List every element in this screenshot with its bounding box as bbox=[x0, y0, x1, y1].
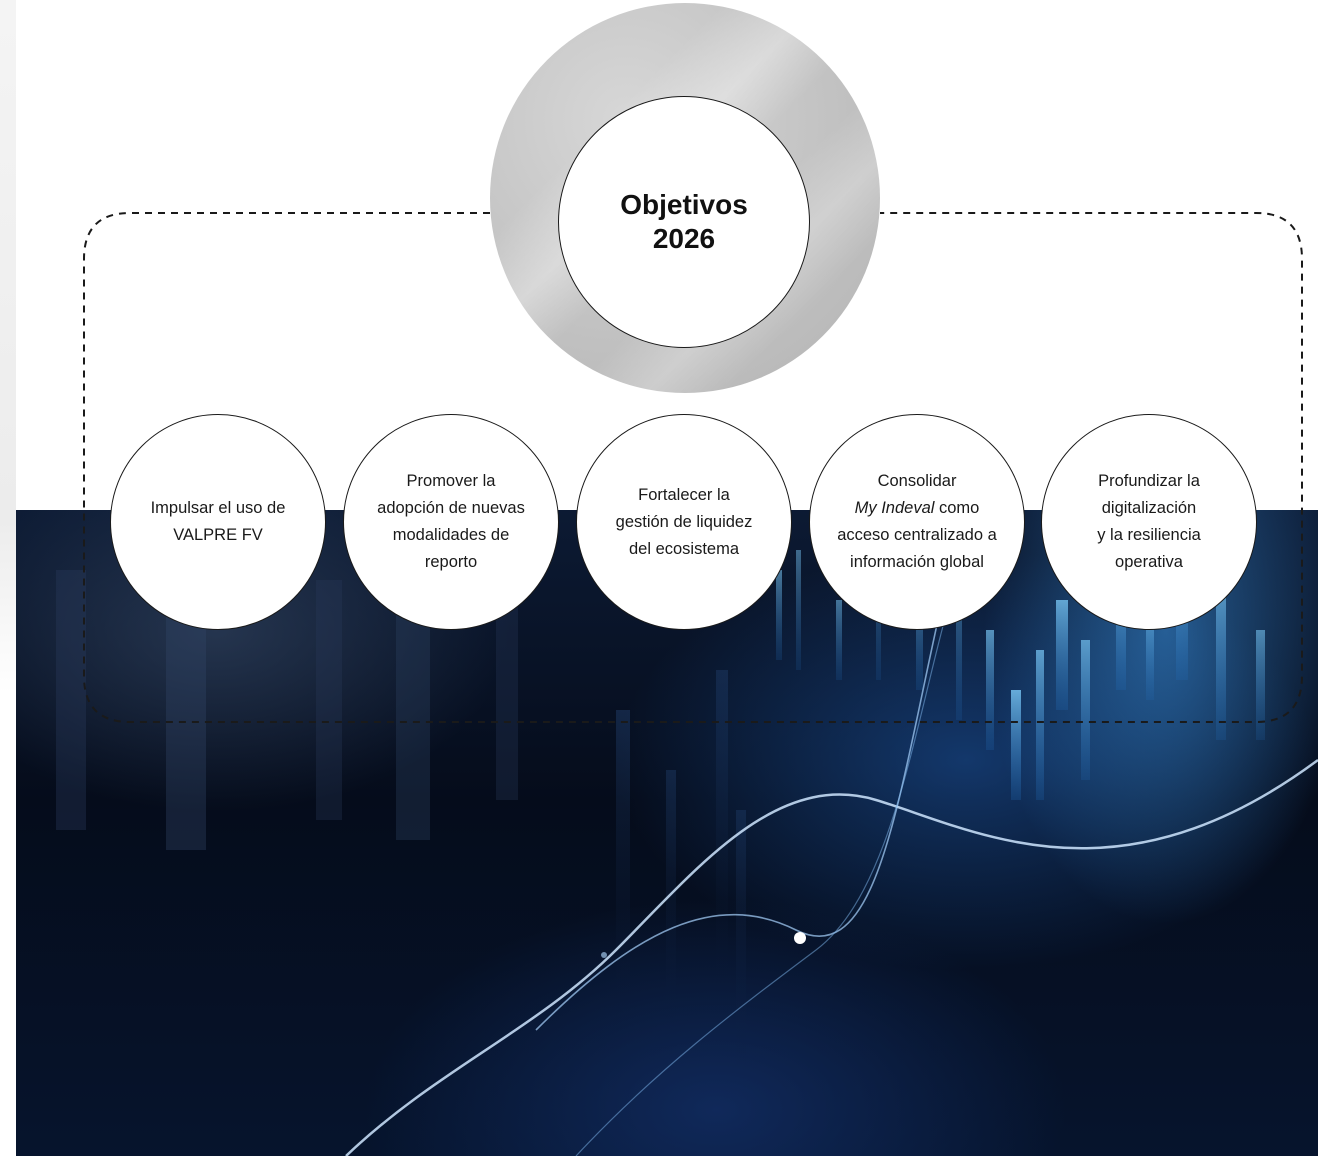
bg-glow-curve-3 bbox=[575, 579, 957, 1156]
objective-label: Consolidar My Indeval como acceso centra… bbox=[831, 468, 1003, 576]
bg-glow-point bbox=[601, 952, 607, 958]
objective-line: operativa bbox=[1115, 553, 1183, 571]
objective-line: Consolidar bbox=[877, 472, 957, 490]
center-title-line: Objetivos bbox=[620, 189, 748, 220]
objective-line: acceso centralizado a bbox=[837, 526, 997, 544]
objective-label: Fortalecer la gestión de liquidez del ec… bbox=[598, 482, 770, 563]
objective-line: información global bbox=[850, 553, 984, 571]
objective-line: adopción de nuevas bbox=[377, 499, 525, 517]
objective-line: VALPRE FV bbox=[173, 526, 263, 544]
objective-label: Impulsar el uso de VALPRE FV bbox=[132, 495, 304, 549]
objective-line: digitalización bbox=[1101, 499, 1197, 517]
center-title: Objetivos 2026 bbox=[594, 188, 774, 256]
objective-line: Impulsar el uso de bbox=[150, 499, 286, 517]
bg-glow-curve-2 bbox=[535, 619, 939, 1031]
objective-line: Profundizar la bbox=[1098, 472, 1200, 490]
objective-line: y la resiliencia bbox=[1097, 526, 1201, 544]
objective-line: Promover la bbox=[406, 472, 496, 490]
bg-blur-column bbox=[496, 600, 518, 800]
center-title-line: 2026 bbox=[652, 223, 716, 254]
objective-circle-1: Impulsar el uso de VALPRE FV bbox=[110, 414, 326, 630]
objective-circle-5: Profundizar la digitalización y la resil… bbox=[1041, 414, 1257, 630]
objective-line: Fortalecer la bbox=[638, 485, 730, 504]
objective-italic-text: My Indeval bbox=[854, 499, 935, 517]
objective-circle-4: Consolidar My Indeval como acceso centra… bbox=[809, 414, 1025, 630]
objective-label: Promover la adopción de nuevas modalidad… bbox=[365, 468, 537, 576]
bg-glow-curve bbox=[345, 758, 1318, 1156]
objective-line: del ecosistema bbox=[628, 539, 740, 558]
objective-line: modalidades de bbox=[392, 526, 510, 544]
objective-circle-2: Promover la adopción de nuevas modalidad… bbox=[343, 414, 559, 630]
center-circle: Objetivos 2026 bbox=[558, 96, 810, 348]
objective-inline-text: como bbox=[934, 499, 980, 517]
objective-line: My Indeval como bbox=[831, 495, 1003, 522]
bg-blur-column bbox=[316, 580, 342, 820]
objective-label: Profundizar la digitalización y la resil… bbox=[1063, 468, 1235, 576]
bg-faint-bars bbox=[616, 670, 746, 1070]
left-edge-strip bbox=[0, 0, 16, 1156]
bg-blur-column bbox=[56, 570, 86, 830]
objective-circle-3: Fortalecer la gestión de liquidez del ec… bbox=[576, 414, 792, 630]
objective-line: gestión de liquidez bbox=[615, 512, 753, 531]
bg-glow-point bbox=[794, 932, 806, 944]
objective-line: reporto bbox=[424, 553, 478, 571]
